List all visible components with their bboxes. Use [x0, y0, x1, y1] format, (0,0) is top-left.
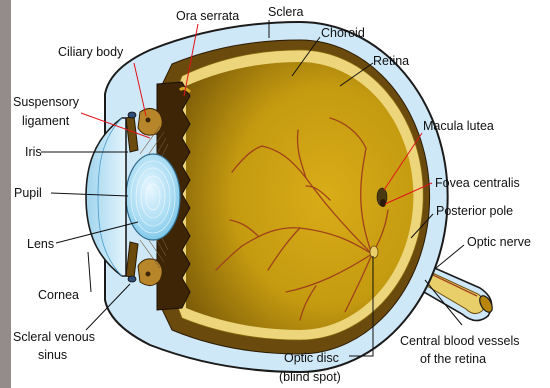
label-optic-disc-line1: Optic disc [284, 351, 339, 365]
label-sclera: Sclera [268, 5, 303, 19]
label-lens: Lens [27, 237, 54, 251]
label-posterior-pole: Posterior pole [436, 204, 513, 218]
label-suspensory-ligament-line2: ligament [22, 114, 70, 128]
label-fovea-centralis: Fovea centralis [435, 176, 520, 190]
label-retina: Retina [373, 54, 409, 68]
label-pupil: Pupil [14, 186, 42, 200]
label-cornea: Cornea [38, 288, 79, 302]
label-macula-lutea: Macula lutea [423, 119, 494, 133]
label-ciliary-body: Ciliary body [58, 45, 124, 59]
lens [126, 154, 180, 240]
optic-disc [370, 246, 378, 258]
label-iris: Iris [25, 145, 42, 159]
label-central-vessels-line1: Central blood vessels [400, 334, 520, 348]
label-optic-nerve: Optic nerve [467, 235, 531, 249]
label-choroid: Choroid [321, 26, 365, 40]
label-scleral-venous-sinus-line2: sinus [38, 348, 67, 362]
label-scleral-venous-sinus-line1: Scleral venous [13, 330, 95, 344]
pointer-cornea [88, 252, 91, 292]
left-border-strip [0, 0, 11, 388]
label-ora-serrata: Ora serrata [176, 9, 239, 23]
cornea [86, 118, 126, 276]
label-optic-disc-line2: (blind spot) [279, 370, 341, 384]
label-central-vessels-line2: of the retina [420, 352, 486, 366]
label-suspensory-ligament-line1: Suspensory [13, 95, 80, 109]
